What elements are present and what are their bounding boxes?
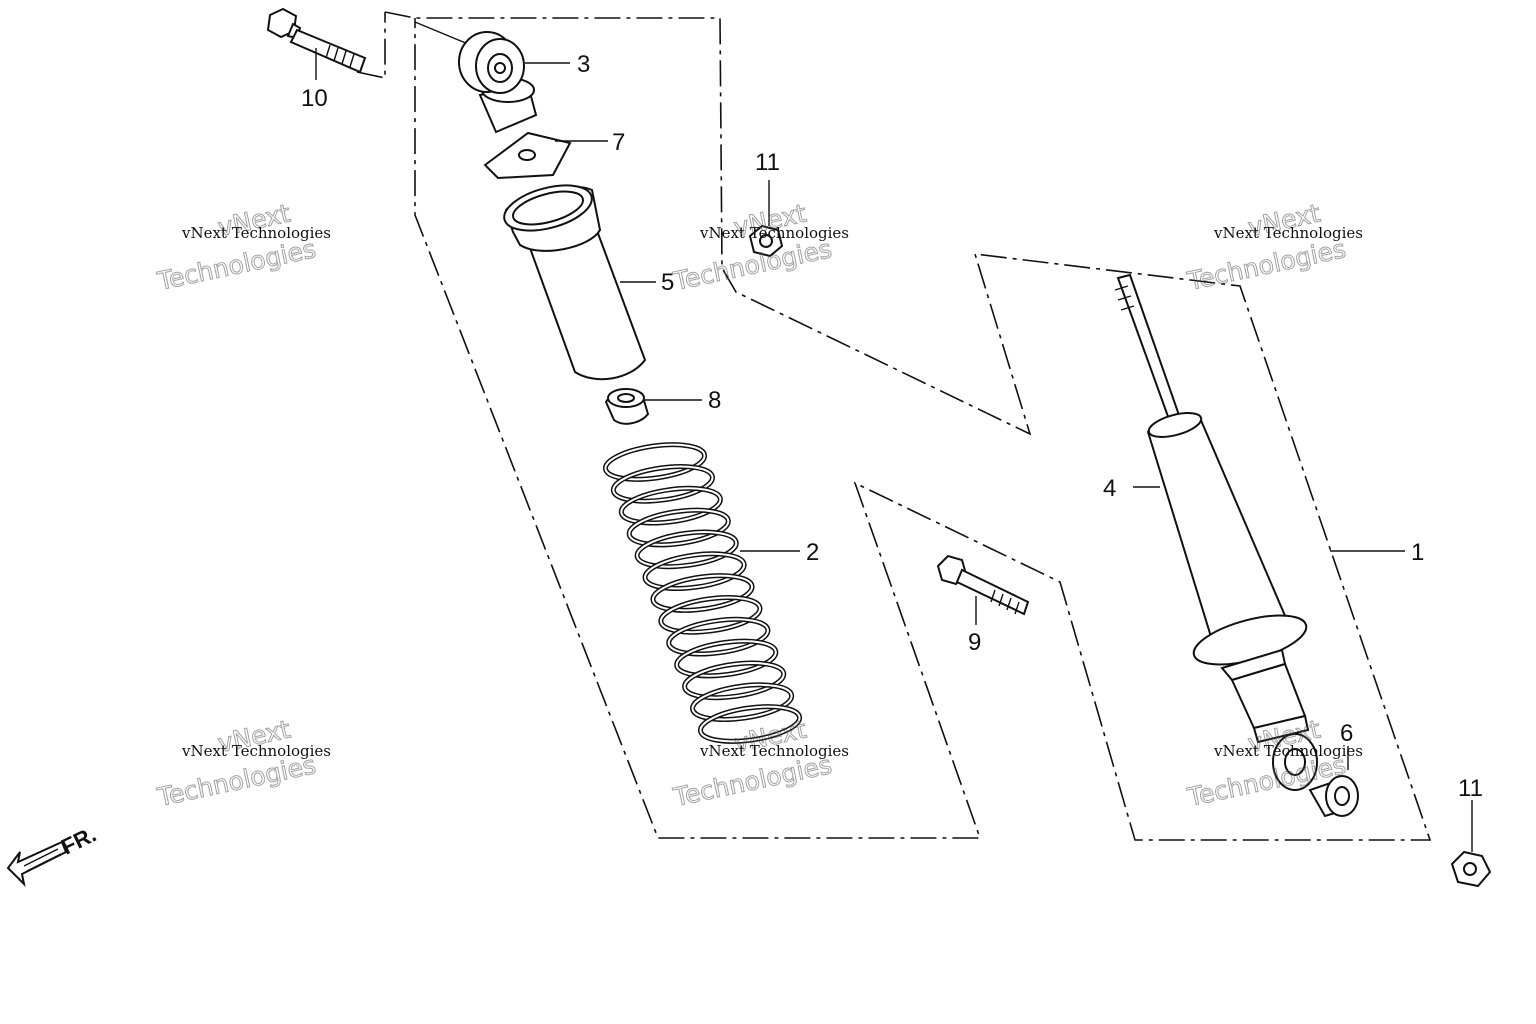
bolt-10 — [266, 7, 367, 74]
spring-coil-highlight — [651, 574, 754, 612]
svg-text:Technologies: Technologies — [154, 234, 318, 296]
bearing-3 — [458, 31, 538, 134]
spring-coil-highlight — [612, 465, 714, 503]
callout-10: 10 — [301, 85, 328, 112]
spring-coil-highlight — [644, 552, 746, 590]
damper-4 — [1114, 273, 1318, 791]
callout-9: 9 — [968, 629, 981, 656]
callout-11-upper: 11 — [755, 149, 780, 176]
spring-coil-highlight — [683, 662, 785, 699]
bolt-9 — [936, 554, 1030, 616]
callout-7: 7 — [612, 129, 625, 156]
callout-6: 6 — [1340, 720, 1353, 747]
callout-8: 8 — [708, 387, 721, 414]
watermark-3: vNext Technologies — [1184, 198, 1349, 296]
watermark-1: vNext Technologies — [154, 198, 319, 296]
watermark-6-text: vNext Technologies — [1213, 742, 1363, 760]
spring-coil-highlight — [691, 683, 793, 721]
spring-coil-highlight — [636, 531, 738, 568]
watermark-3-text: vNext Technologies — [1213, 224, 1363, 242]
spring-coil-highlight — [620, 487, 722, 524]
collar-6 — [1308, 775, 1359, 818]
callout-3: 3 — [577, 51, 590, 78]
spring-coil-highlight — [667, 618, 769, 655]
bearing-guide — [414, 21, 469, 45]
spring-2 — [602, 442, 803, 744]
spring-coil-highlight — [604, 443, 706, 481]
bushing-8 — [604, 388, 650, 425]
spring-coil-highlight — [699, 705, 801, 743]
front-direction-arrow: FR. — [6, 821, 100, 888]
washer-7 — [483, 131, 572, 180]
watermark-5: vNext Technologies — [670, 714, 835, 812]
nut-11-lower — [1450, 850, 1492, 888]
svg-text:Technologies: Technologies — [1184, 234, 1348, 296]
assembly-outline-spring-group — [384, 11, 1432, 841]
watermark-5-text: vNext Technologies — [699, 742, 849, 760]
callout-2: 2 — [806, 539, 819, 566]
watermark-4-text: vNext Technologies — [181, 742, 331, 760]
callout-1: 1 — [1411, 539, 1424, 566]
callout-5: 5 — [661, 269, 674, 296]
watermark-1-text: vNext Technologies — [181, 224, 331, 242]
bolt-10-guide — [356, 12, 386, 79]
leader-lines — [315, 48, 1473, 852]
spring-coil-highlight — [675, 640, 777, 677]
callout-11-lower: 11 — [1458, 775, 1483, 802]
callout-4: 4 — [1103, 475, 1116, 502]
spring-coil-highlight — [659, 596, 761, 634]
watermark-2-text: vNext Technologies — [699, 224, 849, 242]
watermark-4: vNext Technologies — [154, 714, 319, 812]
boot-5 — [503, 184, 647, 381]
watermark-2: vNext Technologies — [670, 198, 835, 296]
spring-coil-highlight — [628, 509, 730, 546]
nut-11-upper — [748, 224, 784, 258]
